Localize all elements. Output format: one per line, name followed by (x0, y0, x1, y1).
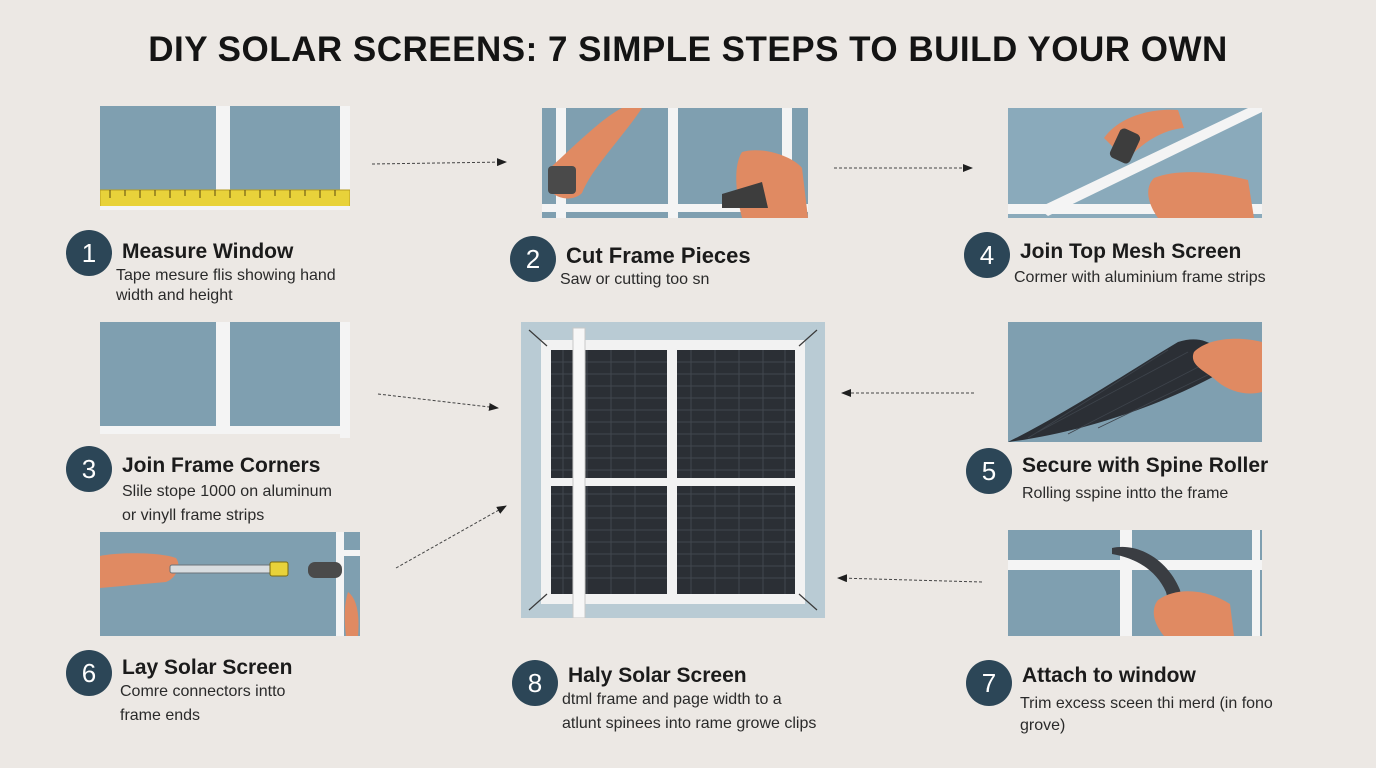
join-frame-corners-illustration (100, 322, 350, 438)
step-8: 8 Haly Solar Screen dtml frame and page … (512, 658, 816, 734)
step-title: Haly Solar Screen (568, 664, 747, 687)
step-description: Tape mesure flis showing hand (116, 267, 336, 284)
step-description: frame ends (120, 707, 201, 724)
step-1: 1 Measure Window Tape mesure flis showin… (66, 228, 336, 306)
step-number-badge: 5 (966, 448, 1012, 494)
step-description: Trim excess sceen thi merd (in fono (1020, 695, 1273, 712)
step-number-badge: 1 (66, 230, 112, 276)
step-title: Attach to window (1022, 664, 1196, 687)
step-title: Measure Window (122, 240, 294, 263)
step-7: 7 Attach to window Trim excess sceen thi… (966, 658, 1273, 736)
arrow-step3-to-center (377, 393, 499, 411)
step-5: 5 Secure with Spine Roller Rolling sspin… (966, 446, 1268, 504)
step-title: Secure with Spine Roller (1022, 454, 1269, 477)
step-description: Slile stope 1000 on aluminum (122, 483, 332, 500)
step-title: Join Frame Corners (122, 454, 321, 477)
join-top-mesh-illustration (1008, 108, 1262, 218)
measure-window-illustration (100, 106, 350, 210)
arrow-step1-to-step2 (371, 158, 507, 167)
step-title: Lay Solar Screen (122, 656, 293, 679)
step-number-badge: 7 (966, 660, 1012, 706)
cut-frame-illustration (542, 108, 808, 218)
step-title: Join Top Mesh Screen (1020, 240, 1242, 263)
step-description: width and height (116, 287, 233, 304)
attach-to-window-illustration (1008, 530, 1262, 636)
step-title: Cut Frame Pieces (566, 243, 751, 268)
page-title: DIY SOLAR SCREENS: 7 SIMPLE STEPS TO BUI… (148, 30, 1228, 69)
spine-roller-illustration (1008, 322, 1262, 442)
step-description: Comre connectors intto (120, 683, 286, 700)
step-3: 3 Join Frame Corners Slile stope 1000 on… (66, 444, 332, 526)
finished-solar-screen-illustration (521, 322, 825, 618)
step-description: Rolling sspine intto the frame (1022, 485, 1229, 502)
step-number-badge: 4 (964, 232, 1010, 278)
step-description: dtml frame and page width to a (562, 691, 782, 708)
arrow-step6-to-center (395, 505, 507, 569)
step-description: Saw or cutting too sn (560, 271, 710, 288)
lay-solar-screen-illustration (100, 532, 360, 636)
step-description: or vinyll frame strips (122, 507, 265, 524)
step-description: grove) (1020, 717, 1066, 734)
step-2: 2 Cut Frame Pieces Saw or cutting too sn (510, 234, 751, 290)
step-number-badge: 6 (66, 650, 112, 696)
step-description: atlunt spinees into rame growe clips (562, 715, 817, 732)
step-description: Cormer with aluminium frame strips (1014, 269, 1266, 286)
arrow-step7-to-center (837, 574, 983, 583)
step-4: 4 Join Top Mesh Screen Cormer with alumi… (964, 230, 1266, 288)
step-number-badge: 8 (512, 660, 558, 706)
step-number-badge: 3 (66, 446, 112, 492)
step-number-badge: 2 (510, 236, 556, 282)
step-6: 6 Lay Solar Screen Comre connectors intt… (66, 648, 292, 726)
